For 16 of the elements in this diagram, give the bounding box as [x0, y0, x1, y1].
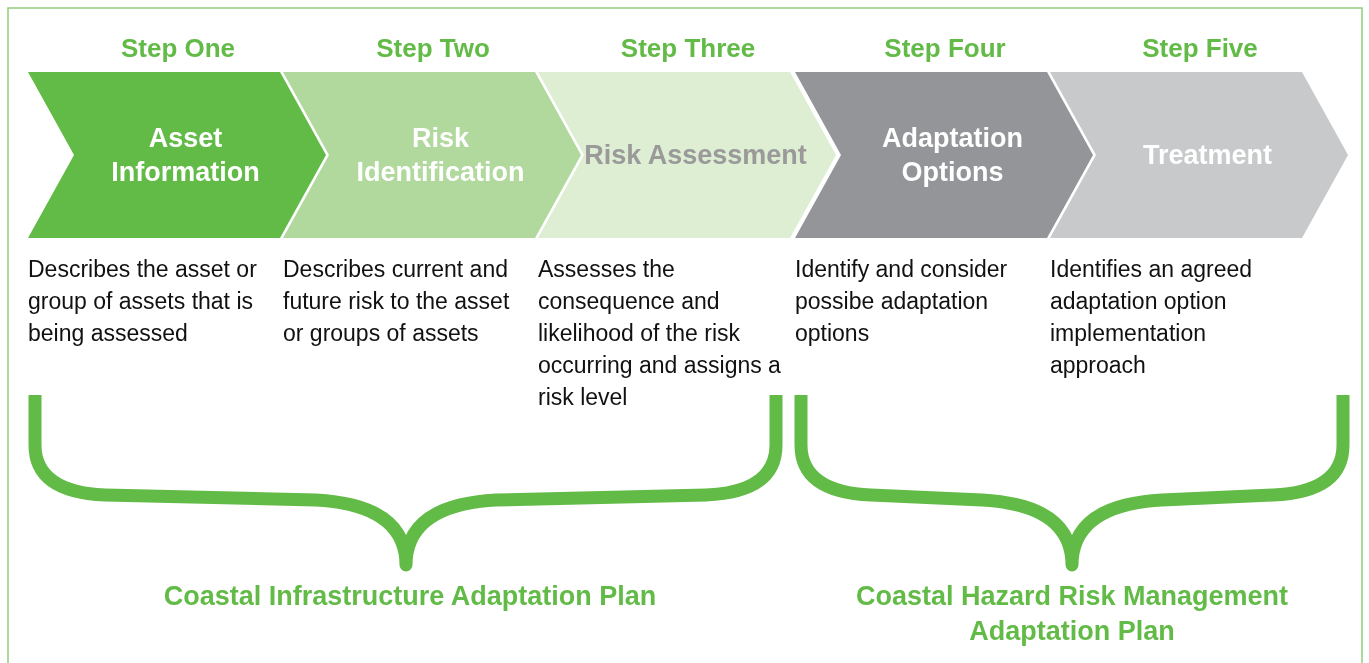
step-description: Identifies an agreed adaptation option implementation approach — [1050, 255, 1254, 380]
step-description: Identify and consider possibe adaptation options — [795, 255, 1009, 348]
step-description: Describes current and future risk to the asset or groups of assets — [283, 255, 511, 348]
plan-label: Coastal Hazard Risk Management Adaptation Plan — [854, 580, 1290, 648]
step-heading: Step One — [119, 32, 237, 65]
step-heading: Step Five — [1141, 32, 1259, 65]
step-heading: Step Four — [883, 32, 1007, 65]
plan-label: Coastal Infrastructure Adaptation Plan — [162, 580, 658, 613]
step-heading: Step Two — [375, 32, 491, 65]
step-description: Assesses the consequence and likelihood of the risk occurring and assigns a risk level — [538, 255, 782, 412]
step-heading: Step Three — [619, 32, 757, 65]
step-title: Risk Identification — [355, 122, 526, 189]
step-title: Adaptation Options — [881, 122, 1024, 189]
step-title: Asset Information — [110, 122, 261, 189]
step-description: Describes the asset or group of assets that is being assessed — [28, 255, 258, 348]
step-title: Risk Assessment — [584, 139, 807, 172]
